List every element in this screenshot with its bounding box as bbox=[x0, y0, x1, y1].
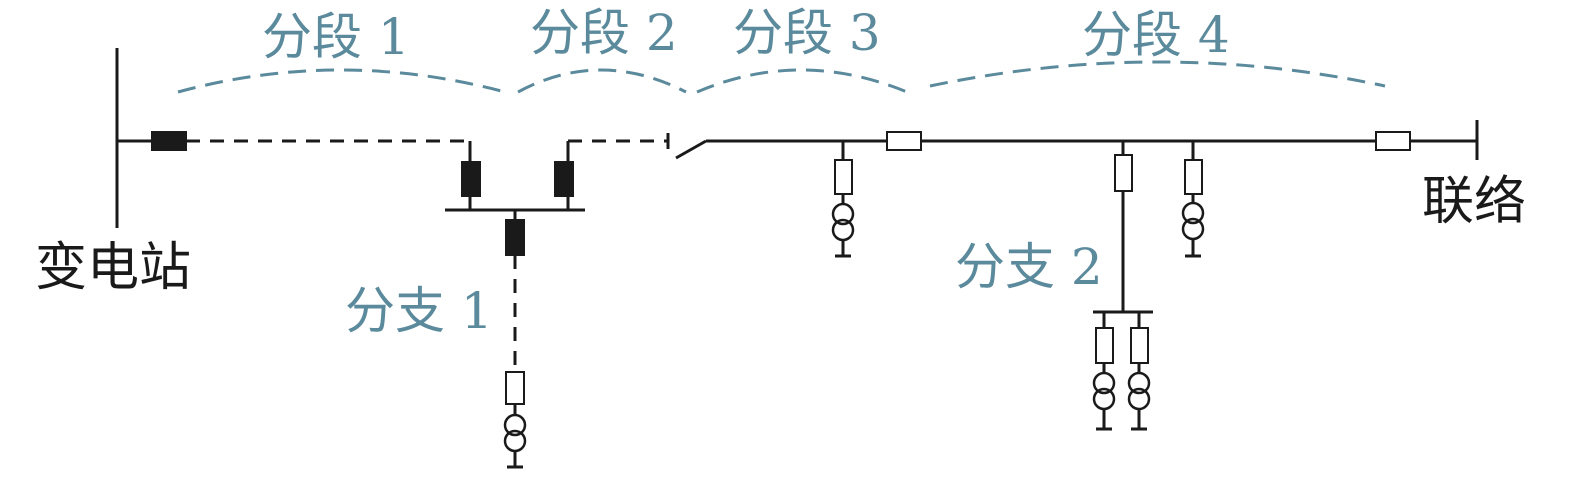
open-switch-icon bbox=[676, 141, 706, 158]
hollow-breaker-icon bbox=[1375, 131, 1411, 151]
fuse-icon bbox=[834, 159, 853, 195]
fuse-icon bbox=[1130, 327, 1149, 364]
segment-1-label: 分段 1 bbox=[262, 8, 410, 66]
branch-1-label: 分支 1 bbox=[345, 282, 493, 340]
fuse-icon bbox=[1184, 159, 1203, 195]
transformer-icon bbox=[1094, 373, 1114, 409]
transformer-icon bbox=[1183, 203, 1203, 239]
branch-2-label: 分支 2 bbox=[955, 238, 1103, 296]
fuse-icon bbox=[1114, 154, 1133, 192]
segment-3-label: 分段 3 bbox=[733, 4, 881, 62]
filled-breaker-icon bbox=[505, 219, 525, 256]
filled-breaker-icon bbox=[151, 131, 187, 151]
segment-2-arc bbox=[518, 70, 686, 92]
segment-2-label: 分段 2 bbox=[530, 4, 678, 62]
transformer-icon bbox=[1129, 373, 1149, 409]
segment-3-arc bbox=[697, 70, 907, 92]
fuse-icon bbox=[505, 371, 525, 405]
substation-label: 变电站 bbox=[35, 238, 192, 298]
fuse-icon bbox=[1095, 327, 1114, 364]
filled-breaker-icon bbox=[461, 161, 481, 197]
segment-4-label: 分段 4 bbox=[1082, 6, 1230, 64]
transformer-icon bbox=[505, 415, 525, 451]
segment-4-arc bbox=[930, 62, 1385, 86]
filled-breaker-icon bbox=[554, 161, 574, 197]
tie-label: 联络 bbox=[1422, 172, 1527, 232]
hollow-breaker-icon bbox=[886, 131, 922, 151]
transformer-icon bbox=[833, 204, 853, 240]
segment-1-arc bbox=[178, 70, 505, 92]
